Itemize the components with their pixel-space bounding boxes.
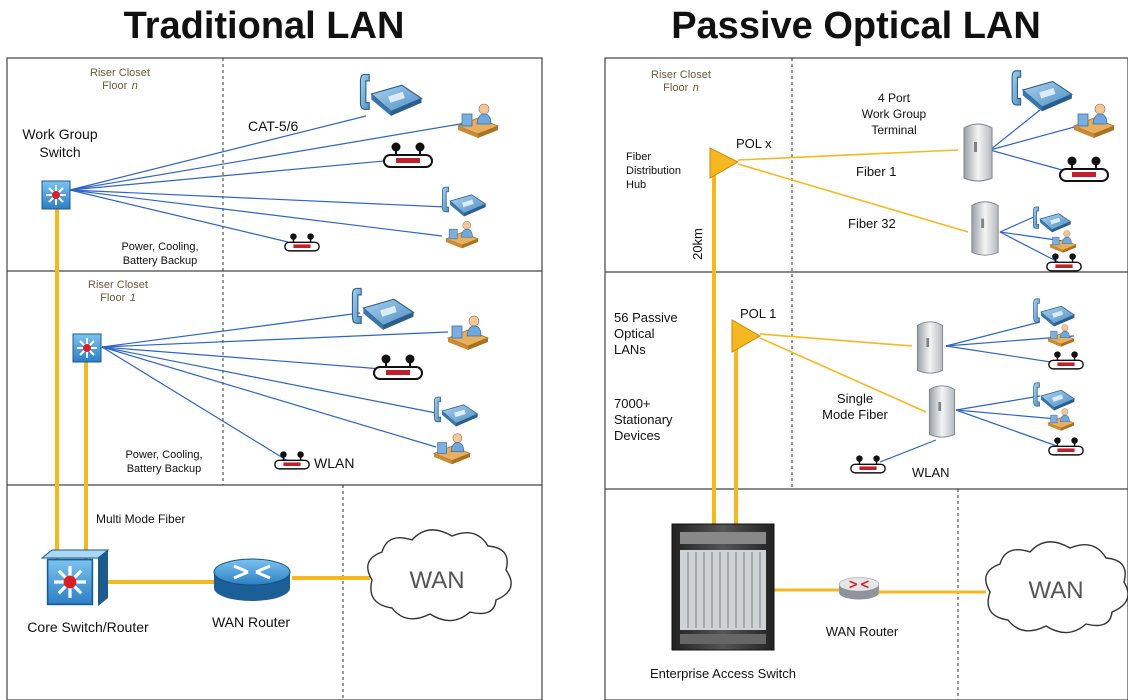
right-riser-top-line1: Riser Closet [651, 69, 711, 81]
fiber1-label: Fiber 1 [856, 164, 896, 179]
terminal-label-1: 4 Port [878, 91, 911, 105]
ont-terminal-icon [971, 201, 999, 256]
right-wan-label: WAN [1028, 577, 1083, 604]
fdh-label-2: Distribution [626, 165, 681, 177]
right-title: Passive Optical LAN [671, 5, 1041, 47]
core-switch-label: Core Switch/Router [27, 619, 149, 635]
stationary-3: Devices [614, 428, 661, 443]
smf-label-1: Single [837, 391, 873, 406]
ont-terminal-icon [928, 385, 956, 438]
distance-label: 20km [690, 228, 705, 260]
right-wan-cloud-icon [985, 541, 1128, 634]
wireless-ap-icon [1046, 252, 1082, 272]
workstation-icon [1073, 103, 1115, 139]
right-fiber-uplinks [712, 168, 986, 594]
right-frame [604, 57, 1128, 700]
right-riser-top-line2: Floor n [663, 78, 699, 95]
access-switch-label: Enterprise Access Switch [650, 666, 796, 681]
wireless-ap-icon [274, 450, 310, 470]
left-power-top-2: Battery Backup [123, 255, 198, 267]
right-single-mode-fibers [737, 149, 969, 413]
passive-lans-1: 56 Passive [614, 310, 678, 325]
workstation-icon [445, 220, 479, 249]
workstation-icon [1047, 408, 1075, 432]
left-power-bottom-1: Power, Cooling, [125, 449, 202, 461]
wireless-ap-icon [1048, 350, 1084, 370]
ip-phone-icon [1033, 298, 1075, 327]
ont-terminal-icon [916, 321, 944, 374]
ip-phone-icon [1032, 206, 1072, 233]
ip-phone-icon [351, 287, 415, 331]
wireless-ap-icon [1048, 436, 1084, 456]
ip-phone-icon [1011, 70, 1073, 112]
workstation-icon [1049, 230, 1077, 254]
pol-1-label: POL 1 [740, 306, 776, 321]
work-group-switch-floor-n-icon [41, 180, 71, 210]
wireless-ap-icon [372, 353, 424, 381]
core-switch-icon [40, 549, 110, 606]
left-frame [6, 57, 543, 700]
terminal-label-3: Terminal [871, 123, 916, 137]
ip-phone-icon [441, 186, 487, 217]
ip-phone-icon [1033, 382, 1075, 411]
left-riser-bottom-line2: Floor 1 [100, 288, 136, 305]
wireless-ap-icon [1058, 155, 1110, 183]
wireless-ap-icon [284, 232, 320, 252]
smf-label-2: Mode Fiber [822, 407, 888, 422]
left-riser-top-line2: Floor n [102, 76, 138, 93]
wireless-ap-icon [382, 141, 434, 169]
left-wan-router-label: WAN Router [212, 614, 290, 630]
left-power-bottom-2: Battery Backup [127, 463, 202, 475]
work-group-switch-floor-1-icon [72, 333, 102, 363]
passive-lans-3: LANs [614, 342, 646, 357]
fdh-label-3: Hub [626, 179, 646, 191]
work-group-switch-label-2: Switch [39, 144, 80, 160]
left-wan-cloud-icon [367, 529, 512, 622]
left-wan-label: WAN [409, 567, 464, 594]
pol-1-splitter-icon [731, 319, 762, 353]
ont-drops [879, 109, 1079, 463]
cable-label: CAT-5/6 [248, 118, 299, 134]
workstation-icon [1047, 324, 1075, 348]
passive-lans-2: Optical [614, 326, 655, 341]
left-floor-1-cabling [101, 312, 449, 462]
fdh-label-1: Fiber [626, 151, 651, 163]
ont-terminal-icon [963, 123, 993, 182]
workstation-icon [447, 315, 489, 351]
pol-x-splitter-icon [709, 147, 740, 179]
workstation-icon [433, 433, 471, 465]
right-wan-router-label: WAN Router [826, 624, 899, 639]
left-title: Traditional LAN [124, 5, 405, 47]
terminal-label-2: Work Group [862, 107, 927, 121]
left-power-top-1: Power, Cooling, [121, 241, 198, 253]
multimode-fiber-label: Multi Mode Fiber [96, 512, 185, 526]
wan-router-icon [212, 557, 292, 602]
right-wlan-label: WLAN [912, 465, 950, 480]
ip-phone-icon [359, 73, 423, 117]
stationary-1: 7000+ [614, 396, 651, 411]
workstation-icon [457, 103, 499, 139]
left-riser-bottom-line1: Riser Closet [88, 279, 148, 291]
pol-x-label: POL x [736, 136, 772, 151]
enterprise-access-switch-icon [671, 523, 775, 651]
wireless-ap-icon [850, 454, 886, 474]
wan-router-icon [838, 576, 880, 601]
left-riser-top-line1: Riser Closet [90, 67, 150, 79]
ip-phone-icon [433, 396, 479, 427]
work-group-switch-label-1: Work Group [22, 126, 97, 142]
fiber32-label: Fiber 32 [848, 216, 896, 231]
left-floor-n-cabling [69, 115, 467, 243]
stationary-2: Stationary [614, 412, 673, 427]
left-wlan-label: WLAN [314, 455, 354, 471]
